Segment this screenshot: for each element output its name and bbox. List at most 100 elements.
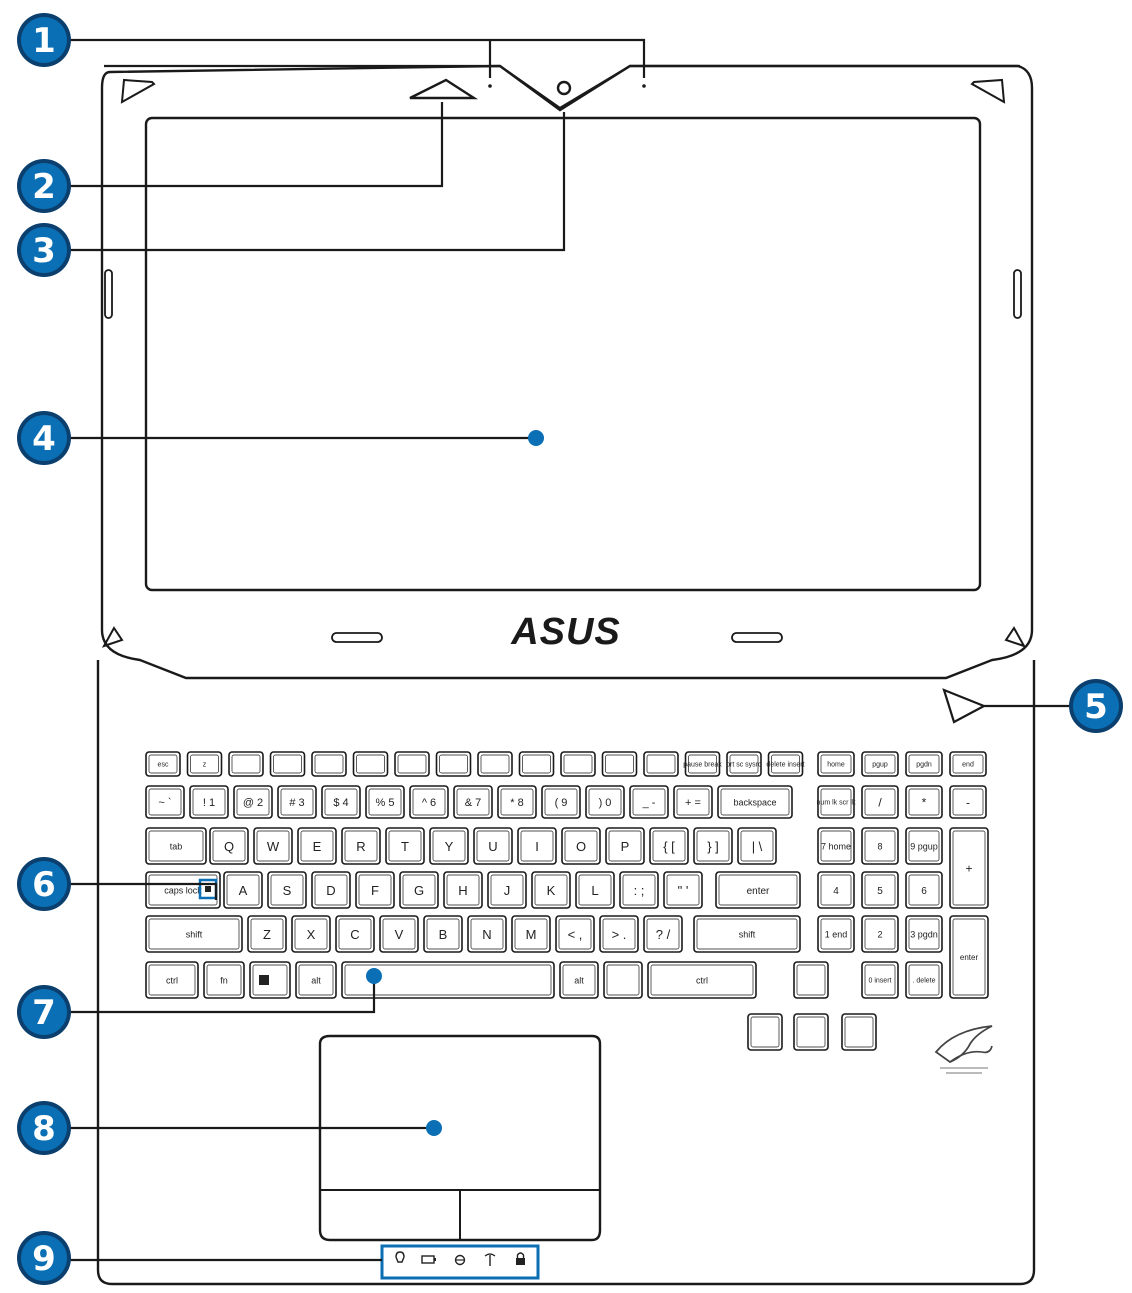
rog-logo <box>934 1025 993 1074</box>
callout-number: 7 <box>32 993 56 1033</box>
key-label: A <box>239 883 248 898</box>
arrow-up-key <box>793 961 829 999</box>
key-label: - <box>966 796 970 810</box>
key-label: V <box>395 927 404 942</box>
right-alt-key: alt <box>559 961 599 999</box>
letter-key-symbol: > . <box>599 915 639 953</box>
key-label: Y <box>445 839 454 854</box>
letter-key-symbol: : ; <box>619 871 659 909</box>
drive-activity-icon <box>454 1254 466 1266</box>
letter-key-b: B <box>423 915 463 953</box>
fn-row-key-pause-break: pause break <box>683 751 722 777</box>
fn-row-key-blank <box>228 751 264 777</box>
key-label: 6 <box>921 886 927 897</box>
fn-row-key-esc: esc <box>145 751 181 777</box>
key-label: R <box>356 839 365 854</box>
key-label: pgup <box>872 762 888 769</box>
callout-2-badge: 2 <box>17 159 71 213</box>
key-label: % 5 <box>376 797 395 809</box>
brand-logo: ASUS <box>510 611 621 653</box>
letter-key-i: I <box>517 827 557 865</box>
number-row-key-symbol: + = <box>673 785 713 819</box>
key-label: } ] <box>707 839 719 854</box>
key-label: H <box>458 883 467 898</box>
letter-key-c: C <box>335 915 375 953</box>
key-label: 4 <box>833 886 839 897</box>
key-label: 0 insert <box>869 978 892 985</box>
callout-7-line <box>70 980 376 1014</box>
callout-2-line <box>70 102 444 188</box>
key-label: fn <box>220 975 228 985</box>
key-label: num lk scr lk <box>817 800 856 807</box>
letter-key-n: N <box>467 915 507 953</box>
numpad-key-7-home: 7 home <box>817 827 855 865</box>
letter-key-v: V <box>379 915 419 953</box>
key-label: U <box>488 839 497 854</box>
numpad-key-5: 5 <box>861 871 899 909</box>
camera-indicator <box>409 78 479 100</box>
letter-key-t: T <box>385 827 425 865</box>
key-label: 3 pgdn <box>910 929 938 939</box>
letter-key-u: U <box>473 827 513 865</box>
key-label: end <box>962 762 974 769</box>
letter-key-x: X <box>291 915 331 953</box>
letter-key-w: W <box>253 827 293 865</box>
letter-key-q: Q <box>209 827 249 865</box>
menu-key <box>603 961 643 999</box>
nav-key-home: home <box>817 751 855 777</box>
nav-key-end: end <box>949 751 987 777</box>
key-label: L <box>591 883 598 898</box>
numpad-key-2: 2 <box>861 915 899 953</box>
number-row-key-symbol: _ - <box>629 785 669 819</box>
tab-key: tab <box>145 827 207 865</box>
key-label: enter <box>960 953 979 962</box>
key-label: B <box>439 927 448 942</box>
key-label: backspace <box>733 797 776 807</box>
letter-key-symbol: | \ <box>737 827 777 865</box>
numpad-key-3-pgdn: 3 pgdn <box>905 915 943 953</box>
callout-6-badge: 6 <box>17 857 71 911</box>
callout-6-line <box>70 882 218 900</box>
key-label: . delete <box>913 978 936 985</box>
numpad-key-symbol: - <box>949 785 987 819</box>
touchpad <box>318 1034 602 1242</box>
key-label: pause break <box>683 762 722 769</box>
key-label: : ; <box>634 883 645 898</box>
numpad-enter-key: enter <box>949 915 989 999</box>
key-label: X <box>307 927 316 942</box>
key-label: ? / <box>656 927 671 942</box>
fn-row-key-delete-insert: delete insert <box>766 751 805 777</box>
letter-key-g: G <box>399 871 439 909</box>
key-label: C <box>350 927 359 942</box>
windows-key <box>249 961 291 999</box>
letter-key-symbol: { [ <box>649 827 689 865</box>
fn-row-key-blank <box>435 751 472 777</box>
callout-1-badge: 1 <box>17 13 71 67</box>
key-label: ( 9 <box>555 797 568 809</box>
number-row-key-6: ^ 6 <box>409 785 449 819</box>
numpad-key-symbol: / <box>861 785 899 819</box>
numpad-key-8: 8 <box>861 827 899 865</box>
callout-number: 2 <box>32 167 56 207</box>
fn-row-key-blank <box>560 751 596 777</box>
windows-icon <box>259 975 269 985</box>
key-label: ~ ` <box>158 797 171 809</box>
key-label: * <box>922 796 927 810</box>
key-label: 7 home <box>821 841 851 851</box>
callout-number: 1 <box>32 21 56 61</box>
numpad-key-6: 6 <box>905 871 943 909</box>
fn-row-key-z: z <box>186 751 223 777</box>
numpad-key-9-pgup: 9 pgup <box>905 827 943 865</box>
number-row-key-symbol: ~ ` <box>145 785 185 819</box>
callout-8-badge: 8 <box>17 1101 71 1155</box>
key-label: I <box>535 839 539 854</box>
key-label: ctrl <box>696 975 708 985</box>
camera <box>556 80 572 96</box>
letter-key-p: P <box>605 827 645 865</box>
letter-key-symbol: } ] <box>693 827 733 865</box>
fn-key: fn <box>203 961 245 999</box>
key-label: # 3 <box>289 797 304 809</box>
